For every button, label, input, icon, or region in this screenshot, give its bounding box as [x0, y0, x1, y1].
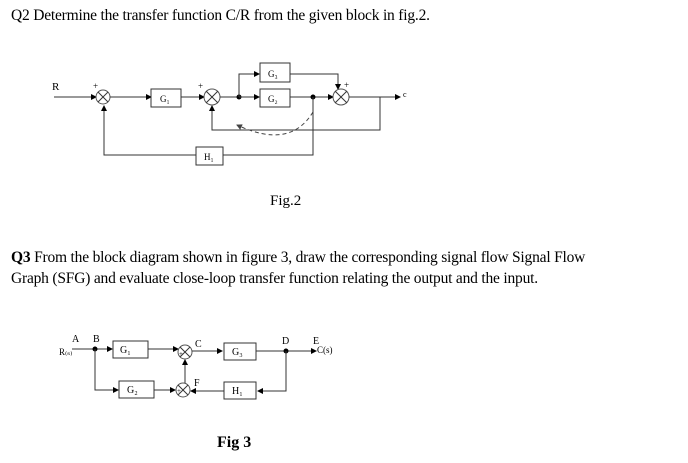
- fig3-sumf-sign: +: [177, 387, 181, 395]
- fig2-block-h1-label: H₁: [204, 152, 214, 162]
- fig3-block-g1-label: G₁: [120, 345, 131, 356]
- fig3-sumc-sign: +: [179, 350, 183, 358]
- fig3-line-d-h1: [257, 351, 287, 394]
- fig2-line-g3-sum3: [290, 73, 341, 90]
- fig3-node-a: A: [72, 334, 80, 345]
- fig3-block-g2-label: G₂: [127, 385, 138, 396]
- fig3-output-label: C(s): [317, 345, 333, 355]
- fig3: A B R₍ₛ₎ G₁ + C G₃ D E C(s) G₂: [59, 334, 333, 400]
- fig3-node-c: C: [195, 339, 202, 350]
- fig3-input-label: R₍ₛ₎: [59, 347, 72, 357]
- fig2-dashed-move-arrow: [236, 111, 314, 136]
- fig2-block-g1: [150, 88, 182, 108]
- fig2-block-g2: [259, 88, 291, 108]
- fig2-block-g3-label: G₃: [268, 69, 278, 79]
- fig3-node-b: B: [93, 334, 100, 345]
- fig2-summing-junction-3: [332, 88, 350, 106]
- fig3-node-d: D: [282, 336, 289, 347]
- fig3-line-b-g2: [94, 349, 119, 393]
- fig2-feedback-line-h1-sum1: [101, 105, 196, 156]
- fig2-line-to-h1: [222, 97, 314, 156]
- q2-question-text: Q2 Determine the transfer function C/R f…: [11, 7, 430, 24]
- fig2-input-label: R: [52, 81, 60, 93]
- q3-question-line-1: Q3 From the block diagram shown in figur…: [11, 247, 585, 268]
- fig2-feedback-line-output-sum2: [209, 97, 381, 131]
- fig2-line-to-g3: [238, 71, 260, 97]
- fig3-block-g3-label: G₃: [232, 347, 243, 358]
- fig2-block-g1-label: G₁: [160, 94, 170, 104]
- q3-question-text-1: From the block diagram shown in figure 3…: [30, 249, 586, 266]
- fig3-caption: Fig 3: [217, 434, 252, 451]
- fig2-sum2-sign: +: [198, 81, 203, 91]
- fig2-block-g2-label: G₂: [268, 94, 278, 104]
- fig2-block-g3: [259, 62, 291, 83]
- fig2-caption: Fig.2: [270, 193, 302, 209]
- fig2: R + G₁ + G₃ G₂: [52, 62, 407, 166]
- fig2-block-h1: [195, 146, 224, 166]
- q3-question-line-2: Graph (SFG) and evaluate close-loop tran…: [11, 270, 538, 287]
- fig3-block-h1-label: H₁: [232, 386, 243, 397]
- fig3-node-f: F: [194, 378, 200, 389]
- fig2-summing-junction-2: [203, 88, 221, 106]
- fig3-node-e: E: [313, 336, 319, 347]
- fig2-sum1-sign: +: [93, 81, 98, 91]
- fig2-summing-junction-1: [95, 89, 111, 105]
- fig2-sum3-sign: +: [344, 80, 349, 90]
- fig2-output-label: c: [403, 90, 407, 99]
- q3-label: Q3: [11, 249, 31, 266]
